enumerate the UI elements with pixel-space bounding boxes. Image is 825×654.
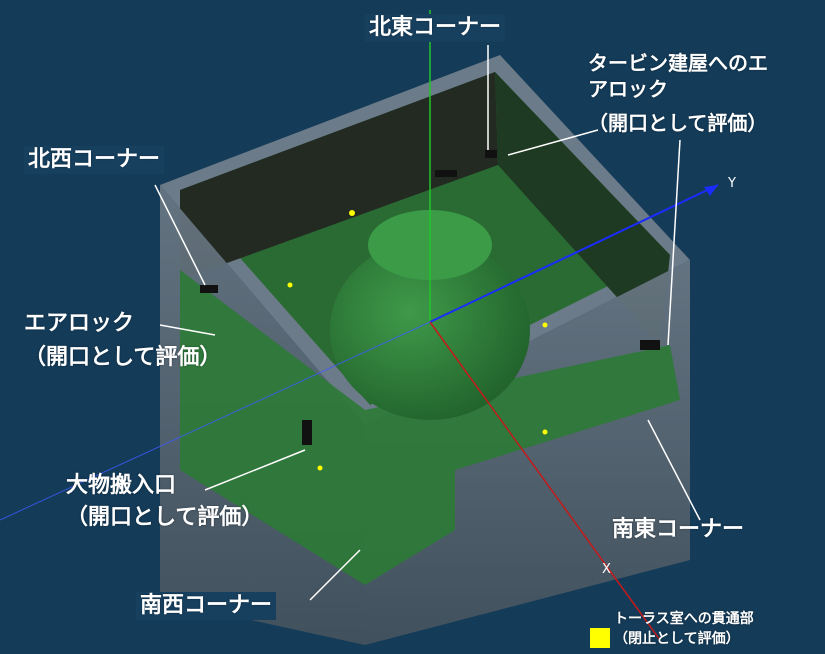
leader-se-upper: [667, 139, 681, 346]
interior-left-green: [180, 270, 365, 585]
penetration-dot: [287, 282, 293, 288]
leader-sw: [309, 549, 361, 601]
label-se-corner: 南東コーナー: [612, 517, 745, 542]
label-turbine-airlock-3: （開口として評価）: [588, 111, 768, 135]
label-turbine-airlock-2: アロック: [588, 77, 668, 101]
x-axis: [429, 321, 661, 641]
opening-n: [435, 170, 457, 177]
shell-front-right: [365, 260, 690, 645]
y-axis-arrow: [704, 185, 718, 196]
opening-se: [640, 340, 660, 350]
opening-large-entrance: [302, 420, 312, 445]
label-airlock-1: エアロック: [24, 311, 135, 336]
back-wall-north: [180, 72, 498, 280]
label-nw-corner: 北西コーナー: [24, 146, 165, 174]
label-ne-corner: 北東コーナー: [365, 14, 506, 42]
penetration-dot: [349, 210, 355, 216]
legend-line1: トーラス室への貫通部: [614, 611, 754, 627]
penetration-dot: [317, 465, 323, 471]
leader-nw: [154, 184, 206, 286]
label-large-entrance-2: （開口として評価）: [66, 505, 264, 530]
y-axis-negative: [0, 321, 431, 521]
label-airlock-2: （開口として評価）: [24, 345, 222, 370]
leader-turbine-airlock: [507, 129, 599, 156]
y-axis: [429, 184, 719, 323]
y-axis-label: Y: [728, 176, 736, 191]
label-large-entrance-1: 大物搬入口: [66, 473, 177, 498]
legend-swatch: [590, 628, 610, 648]
opening-nw: [200, 285, 218, 293]
leader-airlock: [159, 324, 216, 336]
penetration-dot: [542, 322, 548, 328]
label-sw-corner: 南西コーナー: [136, 592, 277, 620]
label-turbine-airlock-1: タービン建屋へのエ: [588, 51, 768, 75]
opening-ne: [485, 150, 497, 158]
penetration-dot: [542, 429, 548, 435]
back-wall-east: [495, 72, 670, 345]
x-axis-label: X: [602, 562, 611, 577]
legend-line2: （閉止として評価）: [614, 631, 740, 647]
leader-large-entrance: [204, 449, 306, 491]
dome: [330, 240, 530, 420]
leader-se: [647, 419, 701, 521]
